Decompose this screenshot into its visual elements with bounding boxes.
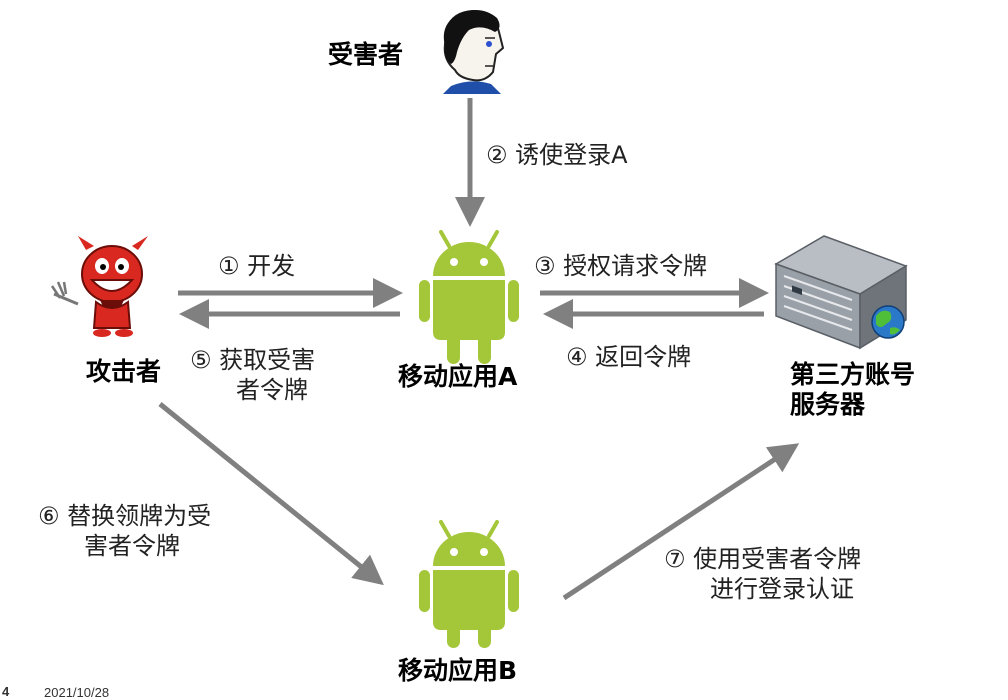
arrow-app-b-to-server xyxy=(562,443,800,601)
server-label: 第三方账号 服务器 xyxy=(790,360,915,420)
victim-face-icon xyxy=(443,9,505,94)
step-2-label: ② 诱使登录A xyxy=(486,141,628,169)
footer-date: 2021/10/28 xyxy=(44,685,110,700)
step-7-line1: ⑦ 使用受害者令牌 xyxy=(664,545,862,573)
step-5-line1: ⑤ 获取受害 xyxy=(190,346,316,374)
step-1-label: ① 开发 xyxy=(218,252,296,280)
step-6-line1: ⑥ 替换领牌为受 xyxy=(38,502,212,530)
victim-label: 受害者 xyxy=(328,40,404,69)
app-a-label: 移动应用A xyxy=(398,362,518,391)
step-3-label: ③ 授权请求令牌 xyxy=(534,252,708,280)
step-7-line2: 进行登录认证 xyxy=(710,575,854,603)
app-b-label: 移动应用B xyxy=(398,656,518,685)
step-6-line2: 害者令牌 xyxy=(84,532,180,560)
devil-attacker-icon xyxy=(50,236,148,337)
android-app-a-icon xyxy=(419,230,519,364)
attacker-label: 攻击者 xyxy=(86,357,162,386)
server-label-line2: 服务器 xyxy=(790,390,866,419)
android-app-b-icon xyxy=(419,520,519,648)
server-label-line1: 第三方账号 xyxy=(790,360,916,389)
step-5-line2: 者令牌 xyxy=(236,376,308,404)
step-7-label: ⑦ 使用受害者令牌 进行登录认证 xyxy=(664,544,861,604)
page-number: 4 xyxy=(2,684,10,699)
step-5-label: ⑤ 获取受害 者令牌 xyxy=(190,345,315,405)
server-icon xyxy=(774,235,908,350)
arrow-attacker-to-app-b xyxy=(158,402,384,586)
step-6-label: ⑥ 替换领牌为受 害者令牌 xyxy=(38,501,211,561)
step-4-label: ④ 返回令牌 xyxy=(566,343,692,371)
arrows xyxy=(158,98,800,601)
